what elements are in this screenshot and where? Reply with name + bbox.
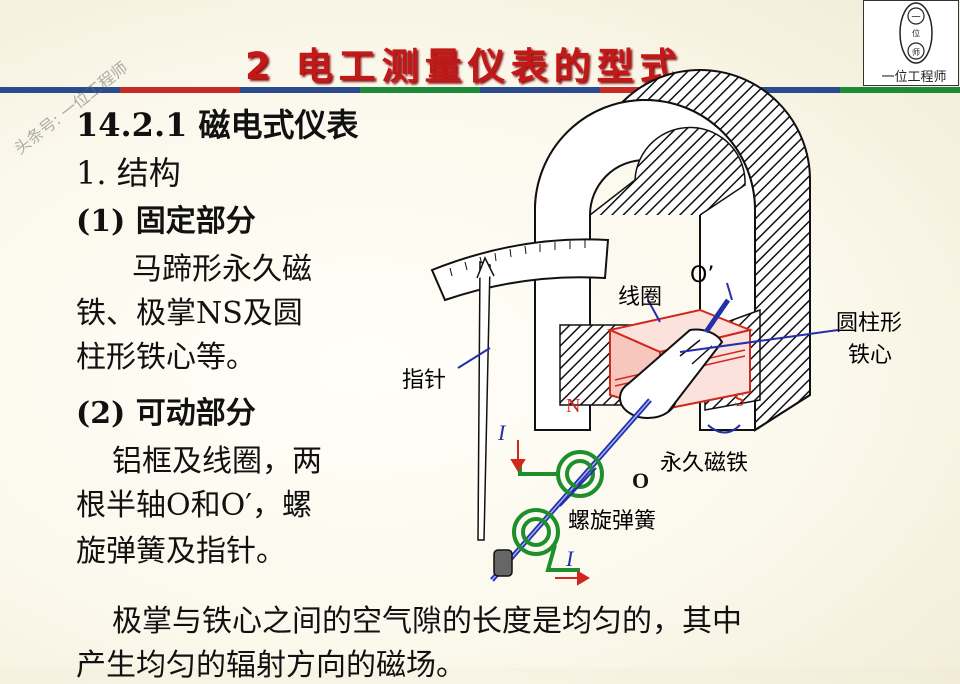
- seal-glyph: 一: [911, 13, 920, 23]
- seal-glyph: 位: [912, 28, 920, 38]
- subsection-structure: 1. 结构: [76, 154, 181, 192]
- label-north: N: [566, 395, 580, 417]
- brand-seal-icon: 一 位 师: [899, 2, 933, 64]
- brand-logo-box: 一 位 师: [863, 0, 959, 86]
- brand-label: 一位工程师: [881, 70, 947, 85]
- rule-seg: [120, 87, 240, 93]
- label-south: S: [734, 389, 745, 411]
- label-current-bottom: I: [565, 546, 575, 571]
- label-magnet: 永久磁铁: [660, 451, 748, 476]
- rule-seg: [840, 87, 960, 93]
- label-pointer: 指针: [402, 368, 446, 393]
- fixed-line: 马蹄形永久磁: [132, 252, 312, 287]
- label-core: 铁心: [848, 343, 892, 368]
- rule-seg: [240, 87, 360, 93]
- rule-seg: [360, 87, 480, 93]
- section-heading: 14.2.1 磁电式仪表: [76, 106, 359, 144]
- seal-glyph: 师: [912, 47, 920, 57]
- rule-seg: [720, 87, 840, 93]
- pointer-and-scale: [430, 238, 610, 541]
- bottom-line: 极掌与铁心之间的空气隙的长度是均匀的，其中: [112, 604, 742, 639]
- fixed-part-heading: (1) 固定部分: [76, 204, 256, 239]
- rule-seg: [480, 87, 600, 93]
- rule-seg: [0, 87, 120, 93]
- label-o: O: [632, 468, 649, 493]
- meter-diagram: 线圈 O’ 圆柱形 铁心 指针 N S I I O 永久磁铁 螺旋弹簧: [402, 69, 902, 586]
- label-coil: 线圈: [618, 285, 662, 310]
- fixed-line: 柱形铁心等。: [76, 340, 256, 375]
- movable-line: 根半轴O和O′，螺: [76, 488, 313, 523]
- label-o-prime: O’: [690, 263, 714, 288]
- fixed-line: 铁、极掌NS及圆: [76, 296, 303, 331]
- label-core: 圆柱形: [836, 311, 902, 336]
- leader-lines: [457, 282, 839, 507]
- movable-part-heading: (2) 可动部分: [76, 396, 256, 431]
- shaft: [490, 298, 731, 582]
- page-title: 2 电工测量仪表的型式: [245, 45, 683, 88]
- current-arrows: [510, 440, 590, 586]
- movable-line: 旋弹簧及指针。: [76, 534, 286, 569]
- label-spring: 螺旋弹簧: [568, 509, 656, 534]
- counterweight: [493, 549, 513, 577]
- label-current-top: I: [497, 420, 507, 445]
- movable-line: 铝框及线圈，两: [112, 444, 322, 479]
